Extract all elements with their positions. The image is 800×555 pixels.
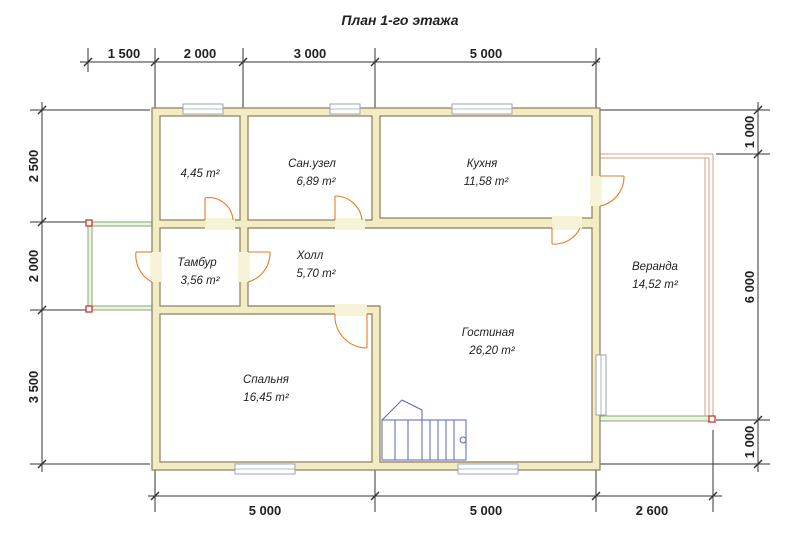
windows — [182, 103, 607, 475]
dim-bottom-1: 5 000 — [249, 503, 282, 518]
dim-top-1: 1 500 — [108, 46, 141, 61]
room-area-bathroom: 6,89 m² — [297, 176, 337, 188]
dim-top-2: 2 000 — [184, 46, 217, 61]
dim-right-1: 1 000 — [742, 116, 757, 149]
room-name-bathroom: Сан.узел — [288, 158, 336, 170]
left-dimension-line: 2 500 2 000 3 500 — [26, 102, 150, 472]
room-area-storage: 4,45 m² — [181, 168, 221, 180]
dim-left-3: 3 500 — [26, 371, 41, 404]
room-name-hall: Холл — [296, 250, 324, 262]
dim-bottom-2: 5 000 — [470, 503, 503, 518]
room-area-hall: 5,70 m² — [297, 268, 337, 280]
room-name-living: Гостиная — [462, 327, 515, 339]
room-area-kitchen: 11,58 m² — [464, 176, 510, 188]
room-area-veranda: 14,52 m² — [632, 279, 679, 291]
bottom-dimension-line: 5 000 5 000 2 600 — [148, 430, 722, 518]
room-name-bedroom: Спальня — [243, 374, 289, 386]
dim-left-1: 2 500 — [26, 150, 41, 183]
plan-title: План 1-го этажа — [341, 12, 458, 28]
top-dimension-line: 1 500 2 000 3 000 5 000 — [80, 46, 601, 108]
doors — [135, 175, 625, 349]
right-dimension-line: 1 000 6 000 1 000 — [600, 102, 770, 472]
dim-top-4: 5 000 — [470, 46, 503, 61]
dim-right-3: 1 000 — [742, 426, 757, 459]
door-openings — [150, 176, 602, 316]
room-name-tambour: Тамбур — [177, 257, 217, 269]
dim-bottom-3: 2 600 — [636, 503, 669, 518]
room-area-tambour: 3,56 m² — [181, 275, 221, 287]
dim-top-3: 3 000 — [294, 46, 327, 61]
room-area-bedroom: 16,45 m² — [243, 392, 290, 404]
staircase — [381, 399, 467, 461]
room-area-living: 26,20 m² — [468, 345, 516, 357]
room-name-veranda: Веранда — [632, 261, 678, 273]
dim-right-2: 6 000 — [742, 271, 757, 304]
dim-left-2: 2 000 — [26, 250, 41, 283]
building-walls — [151, 107, 601, 471]
veranda — [598, 153, 716, 423]
room-name-kitchen: Кухня — [467, 158, 498, 170]
entrance-porch — [85, 219, 155, 313]
room-labels: 4,45 m² Сан.узел 6,89 m² Кухня 11,58 m² … — [177, 158, 679, 404]
